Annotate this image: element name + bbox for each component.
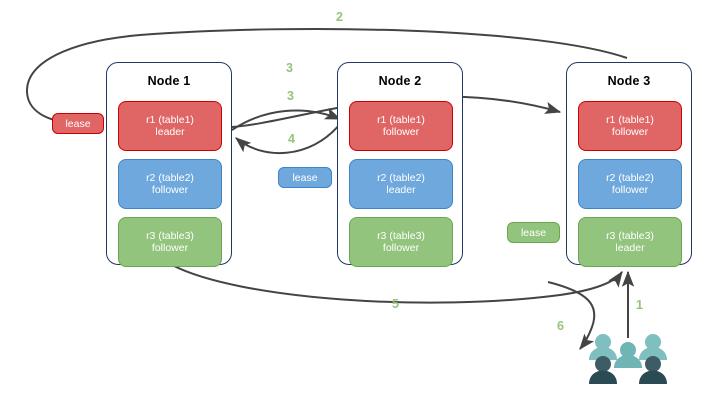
edge-label-2: 2 <box>336 10 343 24</box>
replica-name: r3 (table3) <box>377 229 425 242</box>
edge-label-3a: 3 <box>286 61 293 75</box>
replica-name: r2 (table2) <box>146 171 194 184</box>
node-title-node1: Node 1 <box>147 74 191 88</box>
lease-label: lease <box>65 117 91 130</box>
replica-name: r1 (table1) <box>146 113 194 126</box>
users-icon <box>589 334 667 384</box>
edge-label-4: 4 <box>288 132 295 146</box>
lease-label: lease <box>292 171 318 184</box>
replica-name: r2 (table2) <box>377 171 425 184</box>
replica-role: leader <box>615 242 645 254</box>
replica-node3-r2[interactable]: r2 (table2) follower <box>578 159 682 209</box>
replica-name: r3 (table3) <box>606 229 654 242</box>
lease-badge-r2[interactable]: lease <box>278 167 332 188</box>
replica-name: r2 (table2) <box>606 171 654 184</box>
edge-label-6: 6 <box>557 319 564 333</box>
replica-role: follower <box>382 126 420 138</box>
replica-role: leader <box>386 184 416 196</box>
replica-name: r1 (table1) <box>606 113 654 126</box>
replica-role: leader <box>155 126 185 138</box>
edge-label-5: 5 <box>392 297 399 311</box>
edge-label-3b: 3 <box>287 89 294 103</box>
replica-role: follower <box>611 184 649 196</box>
replica-node1-r3[interactable]: r3 (table3) follower <box>118 217 222 267</box>
replica-node2-r1[interactable]: r1 (table1) follower <box>349 101 453 151</box>
replica-node1-r2[interactable]: r2 (table2) follower <box>118 159 222 209</box>
replica-node3-r3[interactable]: r3 (table3) leader <box>578 217 682 267</box>
replica-name: r3 (table3) <box>146 229 194 242</box>
replica-node2-r2[interactable]: r2 (table2) leader <box>349 159 453 209</box>
edge-label-1: 1 <box>636 298 643 312</box>
replica-role: follower <box>611 126 649 138</box>
replica-node2-r3[interactable]: r3 (table3) follower <box>349 217 453 267</box>
node-title-node3: Node 3 <box>607 74 651 88</box>
replica-role: follower <box>382 242 420 254</box>
replica-node1-r1[interactable]: r1 (table1) leader <box>118 101 222 151</box>
node-box-node1[interactable]: Node 1 r1 (table1) leader r2 (table2) fo… <box>106 62 232 267</box>
lease-badge-r1[interactable]: lease <box>52 113 104 134</box>
edge-3b-out-path <box>231 107 342 131</box>
node-title-node2: Node 2 <box>378 74 422 88</box>
lease-badge-r3[interactable]: lease <box>507 222 560 243</box>
lease-label: lease <box>520 226 547 239</box>
node-box-node3[interactable]: Node 3 r1 (table1) follower r2 (table2) … <box>566 62 692 267</box>
replica-role: follower <box>151 184 189 196</box>
replica-role: follower <box>151 242 189 254</box>
replica-node3-r1[interactable]: r1 (table1) follower <box>578 101 682 151</box>
node-box-node2[interactable]: Node 2 r1 (table1) follower r2 (table2) … <box>337 62 463 267</box>
replica-name: r1 (table1) <box>377 113 425 126</box>
